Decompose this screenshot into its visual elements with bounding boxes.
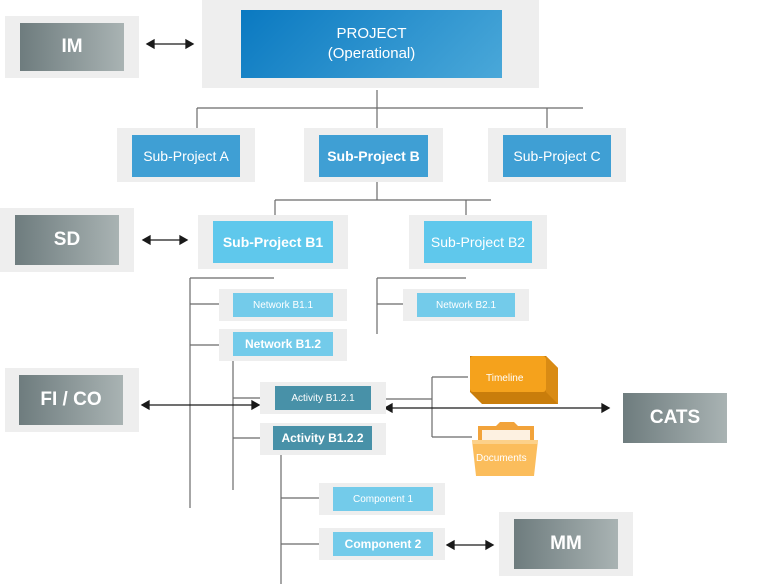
sub-project-b-label: Sub-Project B [327,148,420,164]
component-1-label: Component 1 [352,493,414,505]
sub-project-b1-box[interactable]: Sub-Project B1 [213,221,333,263]
activity-b121-box[interactable]: Activity B1.2.1 [275,386,371,410]
activity-b121-label: Activity B1.2.1 [291,392,355,404]
network-b21-box[interactable]: Network B2.1 [417,293,515,317]
component-2-label: Component 2 [344,537,422,551]
im-module-box[interactable]: IM [20,23,124,71]
sd-module-label: SD [53,229,81,250]
fico-module-box[interactable]: FI / CO [19,375,123,425]
sub-project-b-box[interactable]: Sub-Project B [319,135,428,177]
timeline-label: Timeline [486,373,524,384]
sub-project-b1-label: Sub-Project B1 [222,234,324,250]
network-b11-label: Network B1.1 [252,299,314,311]
sub-project-c-label: Sub-Project C [513,148,601,164]
network-b12-box[interactable]: Network B1.2 [233,332,333,356]
im-module-label: IM [61,36,83,57]
sub-project-b2-label: Sub-Project B2 [430,234,526,250]
project-subtitle: (Operational) [327,45,416,62]
sub-project-c-box[interactable]: Sub-Project C [503,135,611,177]
cats-module-box[interactable]: CATS [623,393,727,443]
network-b21-label: Network B2.1 [435,299,497,311]
documents-label: Documents [476,453,527,464]
sub-project-b2-box[interactable]: Sub-Project B2 [424,221,532,263]
sd-module-box[interactable]: SD [15,215,119,265]
network-b11-box[interactable]: Network B1.1 [233,293,333,317]
project-title: PROJECT [336,25,407,42]
fico-module-label: FI / CO [40,389,102,410]
cats-module-label: CATS [649,407,701,428]
timeline-block[interactable] [466,354,562,406]
network-b12-label: Network B1.2 [244,337,322,351]
sub-project-a-box[interactable]: Sub-Project A [132,135,240,177]
project-box[interactable]: PROJECT (Operational) [241,10,502,78]
mm-module-label: MM [550,533,582,554]
component-1-box[interactable]: Component 1 [333,487,433,511]
activity-b122-box[interactable]: Activity B1.2.2 [273,426,372,450]
activity-b122-label: Activity B1.2.2 [281,431,364,445]
component-2-box[interactable]: Component 2 [333,532,433,556]
mm-module-box[interactable]: MM [514,519,618,569]
documents-folder-icon[interactable] [470,418,542,480]
sub-project-a-label: Sub-Project A [143,148,229,164]
